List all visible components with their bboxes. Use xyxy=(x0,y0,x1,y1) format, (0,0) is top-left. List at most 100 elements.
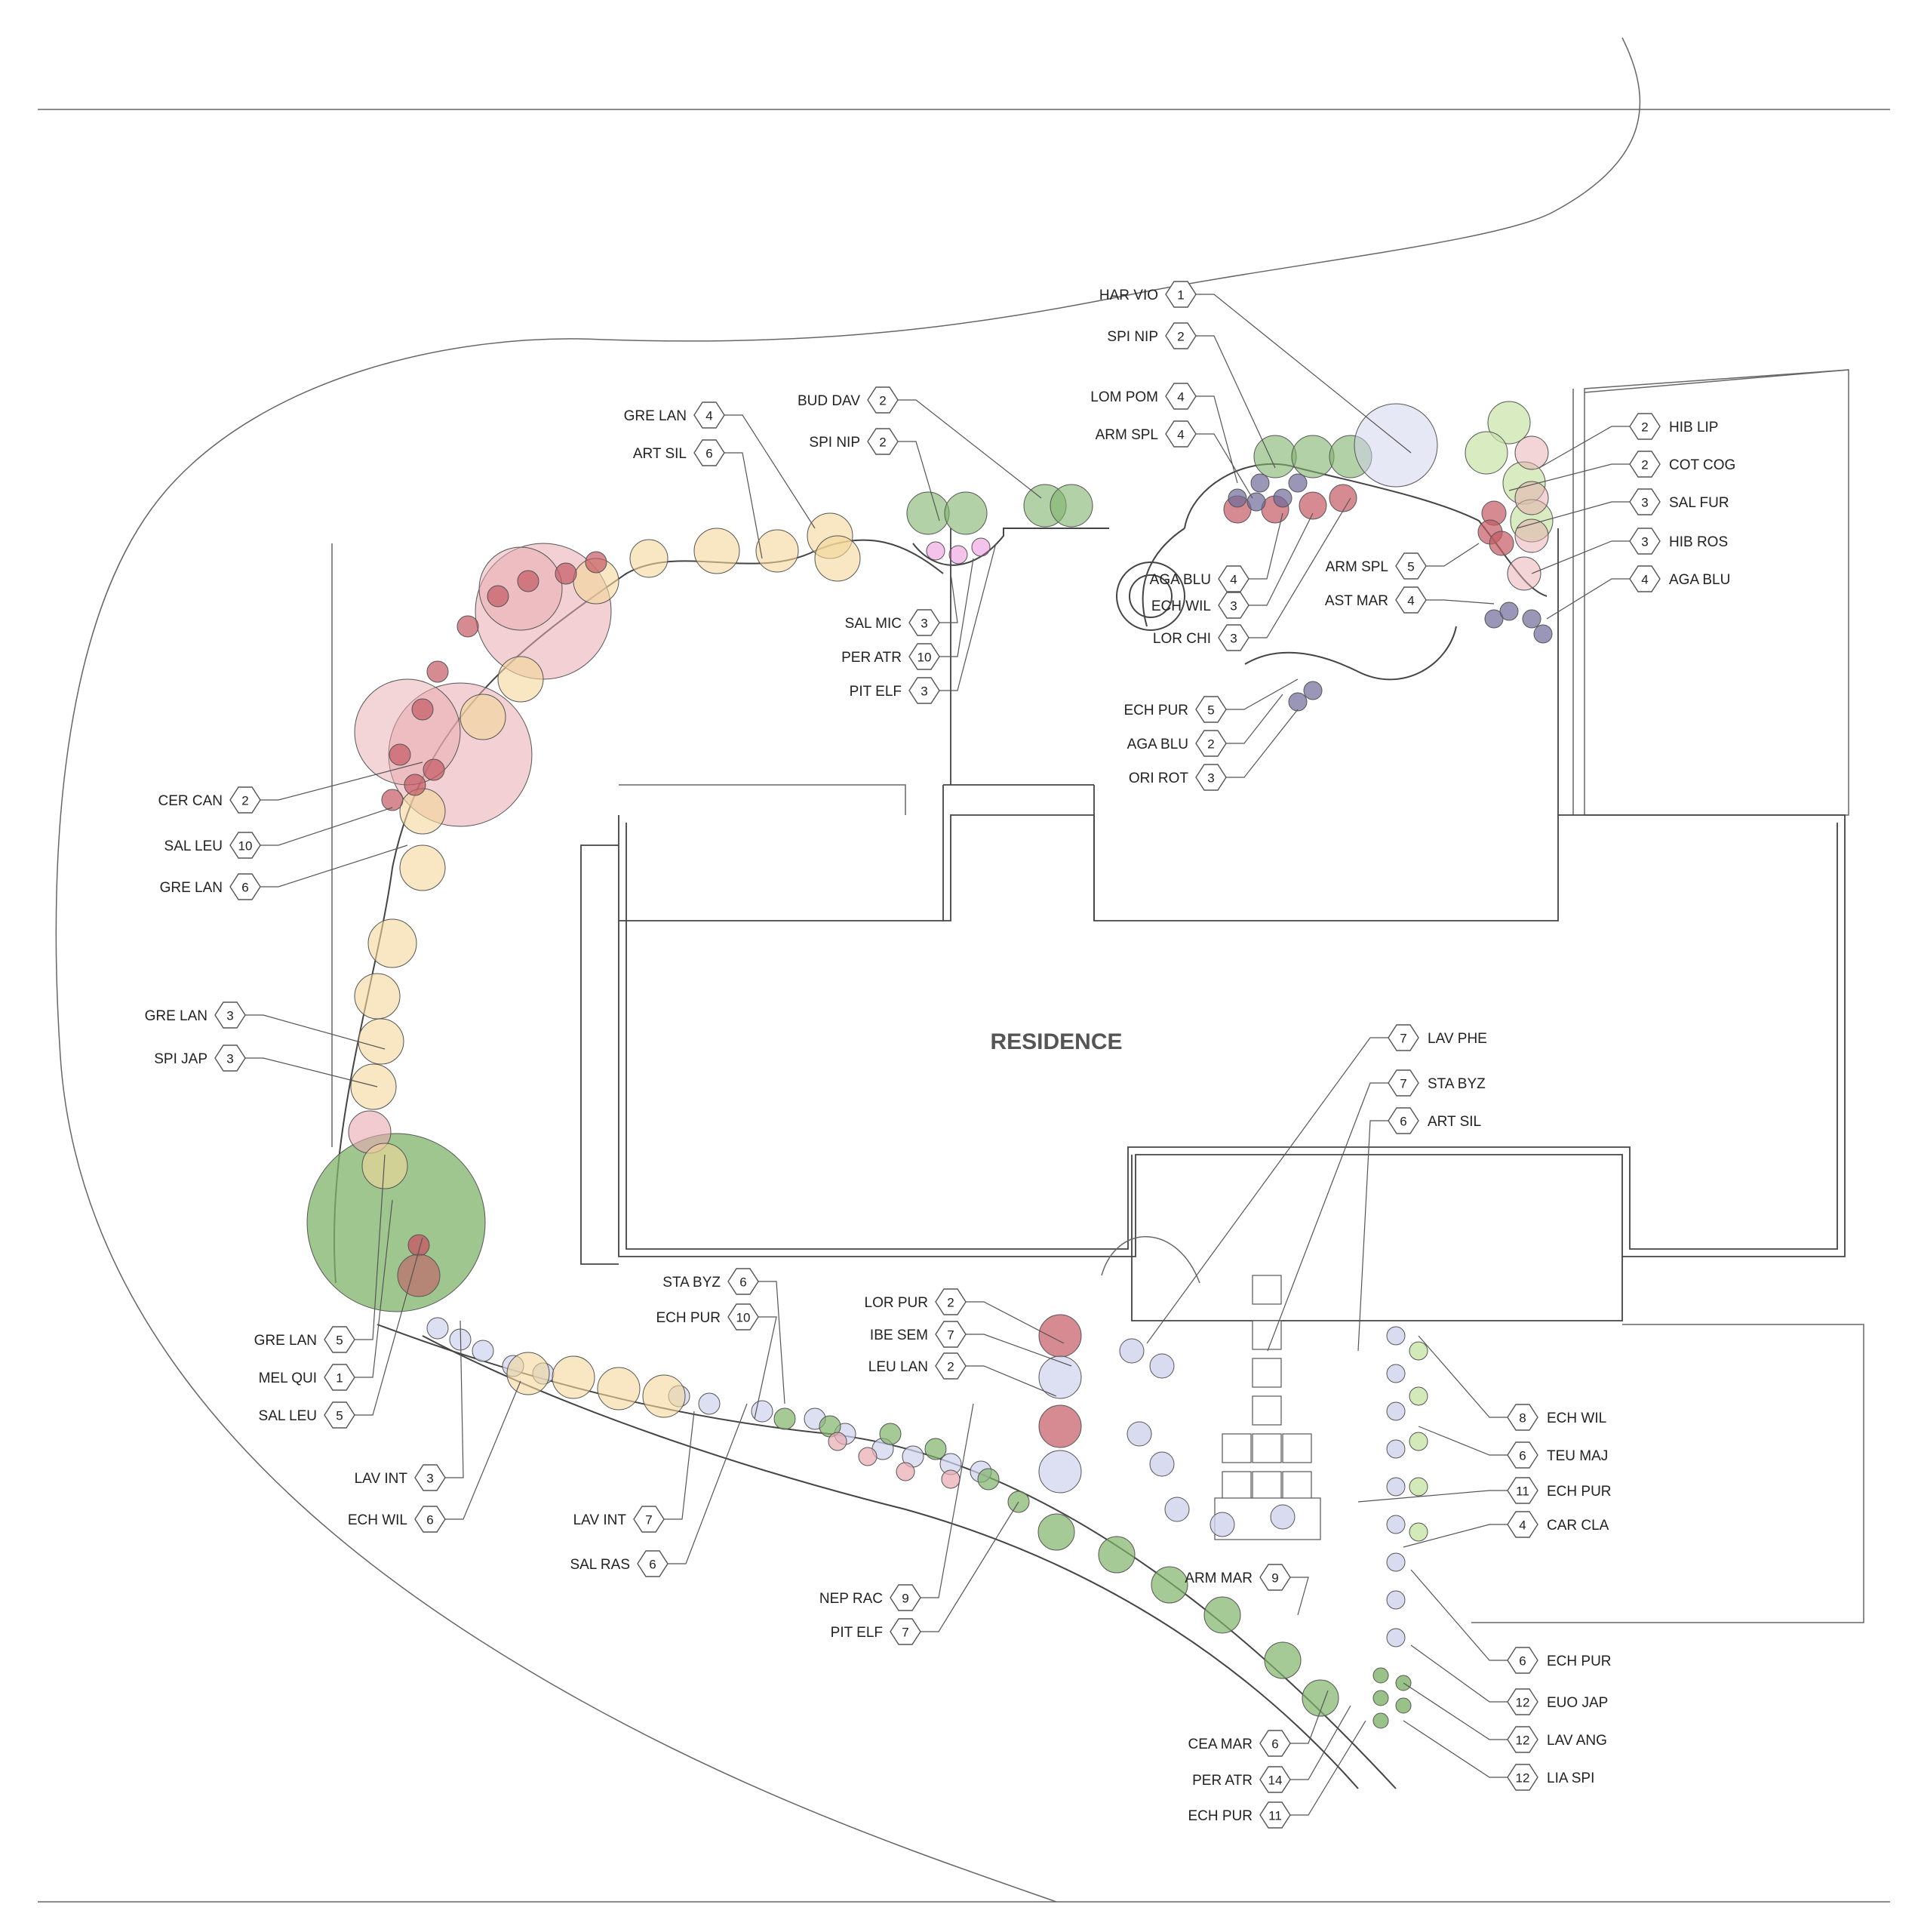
quantity-hexagon xyxy=(890,1584,921,1611)
callout-leader xyxy=(965,1365,1057,1397)
plant-symbol xyxy=(1395,1697,1412,1714)
plant-symbol xyxy=(926,541,945,561)
plant-quantity: 2 xyxy=(1641,420,1648,435)
quantity-hexagon xyxy=(890,1618,921,1645)
plant-code-label: ART SIL xyxy=(1428,1114,1481,1130)
paver xyxy=(1282,1471,1312,1501)
quantity-hexagon xyxy=(1165,322,1197,349)
plant-quantity: 7 xyxy=(645,1513,652,1527)
quantity-hexagon xyxy=(324,1326,355,1353)
plant-code-label: HIB ROS xyxy=(1669,534,1728,550)
plant-symbol xyxy=(1038,1404,1082,1448)
plant-symbol xyxy=(585,551,607,574)
plant-symbol xyxy=(948,545,968,565)
plant-code-label: PIT ELF xyxy=(831,1625,883,1641)
quantity-hexagon xyxy=(935,1288,967,1315)
plant-symbol xyxy=(399,788,446,835)
callout-leader xyxy=(1403,1682,1508,1740)
quantity-hexagon xyxy=(908,609,940,636)
plant-quantity: 4 xyxy=(1641,573,1648,587)
plant-quantity: 5 xyxy=(336,1334,343,1348)
quantity-hexagon xyxy=(1388,1107,1419,1134)
plant-code-label: LAV ANG xyxy=(1547,1733,1607,1749)
patio-pavers xyxy=(1214,1275,1321,1540)
callout-leader xyxy=(1267,1082,1389,1352)
quantity-hexagon xyxy=(1507,1477,1538,1504)
quantity-hexagon xyxy=(1629,565,1661,592)
plant-code-label: ECH WIL xyxy=(348,1512,407,1528)
quantity-hexagon xyxy=(867,386,899,414)
callout-leader xyxy=(724,452,763,559)
callout-leader xyxy=(1289,1577,1309,1616)
plant-symbol xyxy=(1533,624,1553,644)
plant-code-label: ECH PUR xyxy=(656,1310,721,1326)
callout-leader xyxy=(758,1281,785,1404)
quantity-hexagon xyxy=(935,1352,967,1380)
plant-code-label: HIB LIP xyxy=(1669,420,1718,435)
plant-symbol xyxy=(1149,1353,1175,1379)
quantity-hexagon xyxy=(229,873,261,900)
plant-code-label: LAV PHE xyxy=(1428,1031,1487,1047)
plant-code-label: ART SIL xyxy=(633,446,687,462)
plant-quantity: 2 xyxy=(879,435,886,450)
quantity-hexagon xyxy=(1259,1564,1291,1591)
quantity-hexagon xyxy=(867,428,899,455)
callout-leader xyxy=(260,807,393,846)
callout-leader xyxy=(444,1380,521,1520)
callout-leader xyxy=(1418,1426,1508,1456)
plant-code-label: LOR CHI xyxy=(1153,631,1211,647)
plant-code-label: GRE LAN xyxy=(160,880,223,896)
quantity-hexagon xyxy=(1259,1766,1291,1793)
plant-symbol xyxy=(1484,609,1504,629)
plant-symbol xyxy=(306,1133,486,1312)
paver xyxy=(1222,1433,1252,1463)
callout-leader xyxy=(260,761,423,801)
plant-symbol xyxy=(1151,1566,1188,1604)
callout-leader xyxy=(897,441,940,521)
callout-leader xyxy=(920,1501,1019,1632)
plant-symbol xyxy=(924,1438,947,1460)
paver xyxy=(1252,1358,1282,1388)
plant-symbol xyxy=(1246,492,1266,512)
plant-symbol xyxy=(472,1340,494,1362)
plant-symbol xyxy=(350,1063,397,1110)
callout-leader xyxy=(939,543,997,691)
plant-symbol xyxy=(399,844,446,891)
callout-leader xyxy=(1425,543,1480,567)
plant-quantity: 6 xyxy=(1400,1115,1406,1129)
quantity-hexagon xyxy=(1507,1404,1538,1431)
paver xyxy=(1252,1275,1282,1305)
quantity-hexagon xyxy=(214,1044,246,1072)
plant-code-label: PIT ELF xyxy=(850,684,902,700)
callout-leader xyxy=(724,414,816,529)
plant-symbol xyxy=(555,562,577,585)
plant-symbol xyxy=(1354,403,1438,488)
plant-symbol xyxy=(1210,1512,1235,1537)
plant-symbol xyxy=(361,1143,408,1189)
plant-code-label: PER ATR xyxy=(1192,1773,1253,1789)
plant-code-label: SAL MIC xyxy=(845,616,902,632)
plant-quantity: 6 xyxy=(241,881,248,895)
quantity-hexagon xyxy=(693,401,725,429)
callout-leader xyxy=(939,558,974,657)
plant-symbol xyxy=(693,528,740,574)
plant-code-label: LAV INT xyxy=(573,1512,627,1528)
quantity-hexagon xyxy=(1629,488,1661,515)
plant-code-label: EUO JAP xyxy=(1547,1695,1608,1711)
plant-code-label: AGA BLU xyxy=(1150,572,1211,588)
plant-callout: LAV INT 7 xyxy=(573,1506,665,1533)
plant-code-label: AGA BLU xyxy=(1127,737,1188,752)
quantity-hexagon xyxy=(1507,1441,1538,1469)
